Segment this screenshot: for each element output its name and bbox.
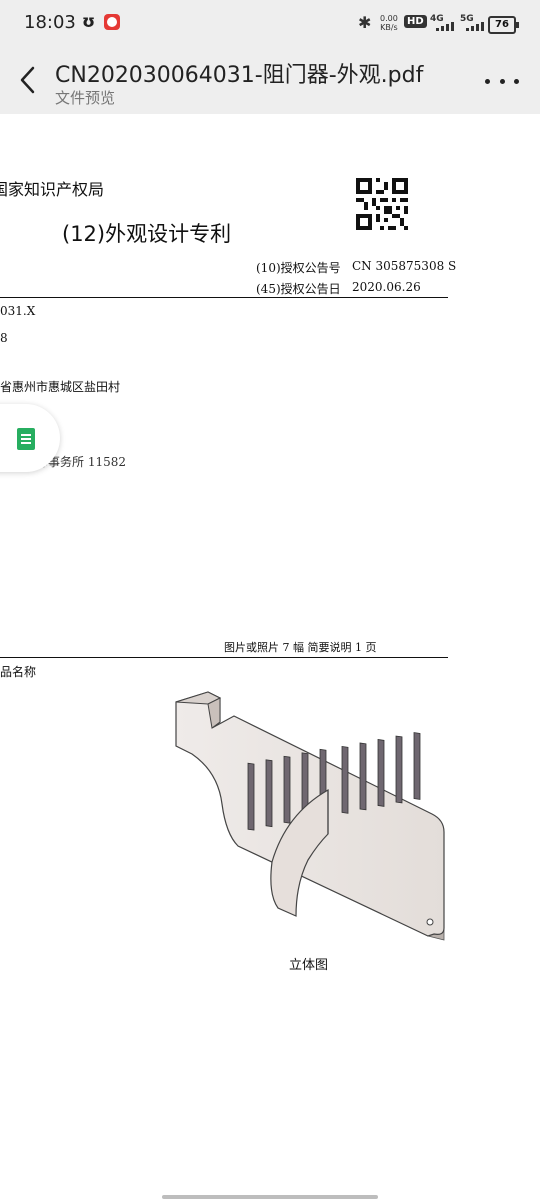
figure-caption: 立体图 bbox=[289, 958, 329, 973]
office-name: 国家知识产权局 bbox=[0, 180, 105, 199]
floating-document-button[interactable] bbox=[0, 404, 60, 472]
home-indicator[interactable] bbox=[162, 1195, 378, 1199]
sim2-signal-icon bbox=[466, 22, 484, 31]
sim1-signal-icon bbox=[436, 22, 454, 31]
section-divider bbox=[0, 657, 448, 658]
header-divider bbox=[0, 297, 448, 298]
hd-icon: HD bbox=[404, 15, 427, 28]
figures-summary: 图片或照片 7 幅 简要说明 1 页 bbox=[224, 641, 377, 654]
sim2-label: 5G bbox=[460, 14, 474, 24]
date-fragment: 8 bbox=[0, 331, 8, 345]
pub-date-value: 2020.06.26 bbox=[352, 280, 421, 294]
qr-code bbox=[356, 178, 408, 230]
notification-icon: ʊ bbox=[82, 12, 96, 32]
document-icon bbox=[17, 428, 35, 450]
application-number-fragment: 031.X bbox=[0, 304, 36, 318]
battery-icon: 76 bbox=[488, 16, 519, 34]
app-notification-icon bbox=[104, 14, 120, 30]
pub-number-label: (10)授权公告号 bbox=[256, 261, 341, 275]
back-arrow-icon[interactable] bbox=[14, 62, 46, 98]
network-speed: 0.00 KB/s bbox=[380, 14, 398, 32]
patent-type-title: (12)外观设计专利 bbox=[62, 222, 232, 246]
status-bar: 18:03 ʊ ✱ 0.00 KB/s HD 4G 5G 76 bbox=[0, 0, 540, 48]
address-fragment: 省惠州市惠城区盐田村 bbox=[0, 380, 121, 394]
pdf-page[interactable]: 国家知识产权局 (12)外观设计专利 (10)授权公告号 CN 30587530… bbox=[0, 114, 540, 1202]
bluetooth-icon: ✱ bbox=[358, 13, 372, 32]
file-subtitle: 文件预览 bbox=[55, 89, 116, 107]
network-speed-value: 0.00 bbox=[380, 14, 398, 23]
file-title: CN202030064031-阻门器-外观.pdf bbox=[55, 63, 424, 88]
more-options-icon[interactable] bbox=[485, 76, 519, 86]
pub-number-value: CN 305875308 S bbox=[352, 259, 457, 273]
app-bar: CN202030064031-阻门器-外观.pdf 文件预览 bbox=[0, 48, 540, 114]
network-speed-unit: KB/s bbox=[380, 23, 398, 32]
product-name-label: 品名称 bbox=[0, 665, 37, 679]
pub-date-label: (45)授权公告日 bbox=[256, 282, 341, 296]
product-3d-view-figure bbox=[168, 684, 450, 944]
sim1-label: 4G bbox=[430, 14, 444, 24]
status-time: 18:03 bbox=[24, 12, 76, 33]
